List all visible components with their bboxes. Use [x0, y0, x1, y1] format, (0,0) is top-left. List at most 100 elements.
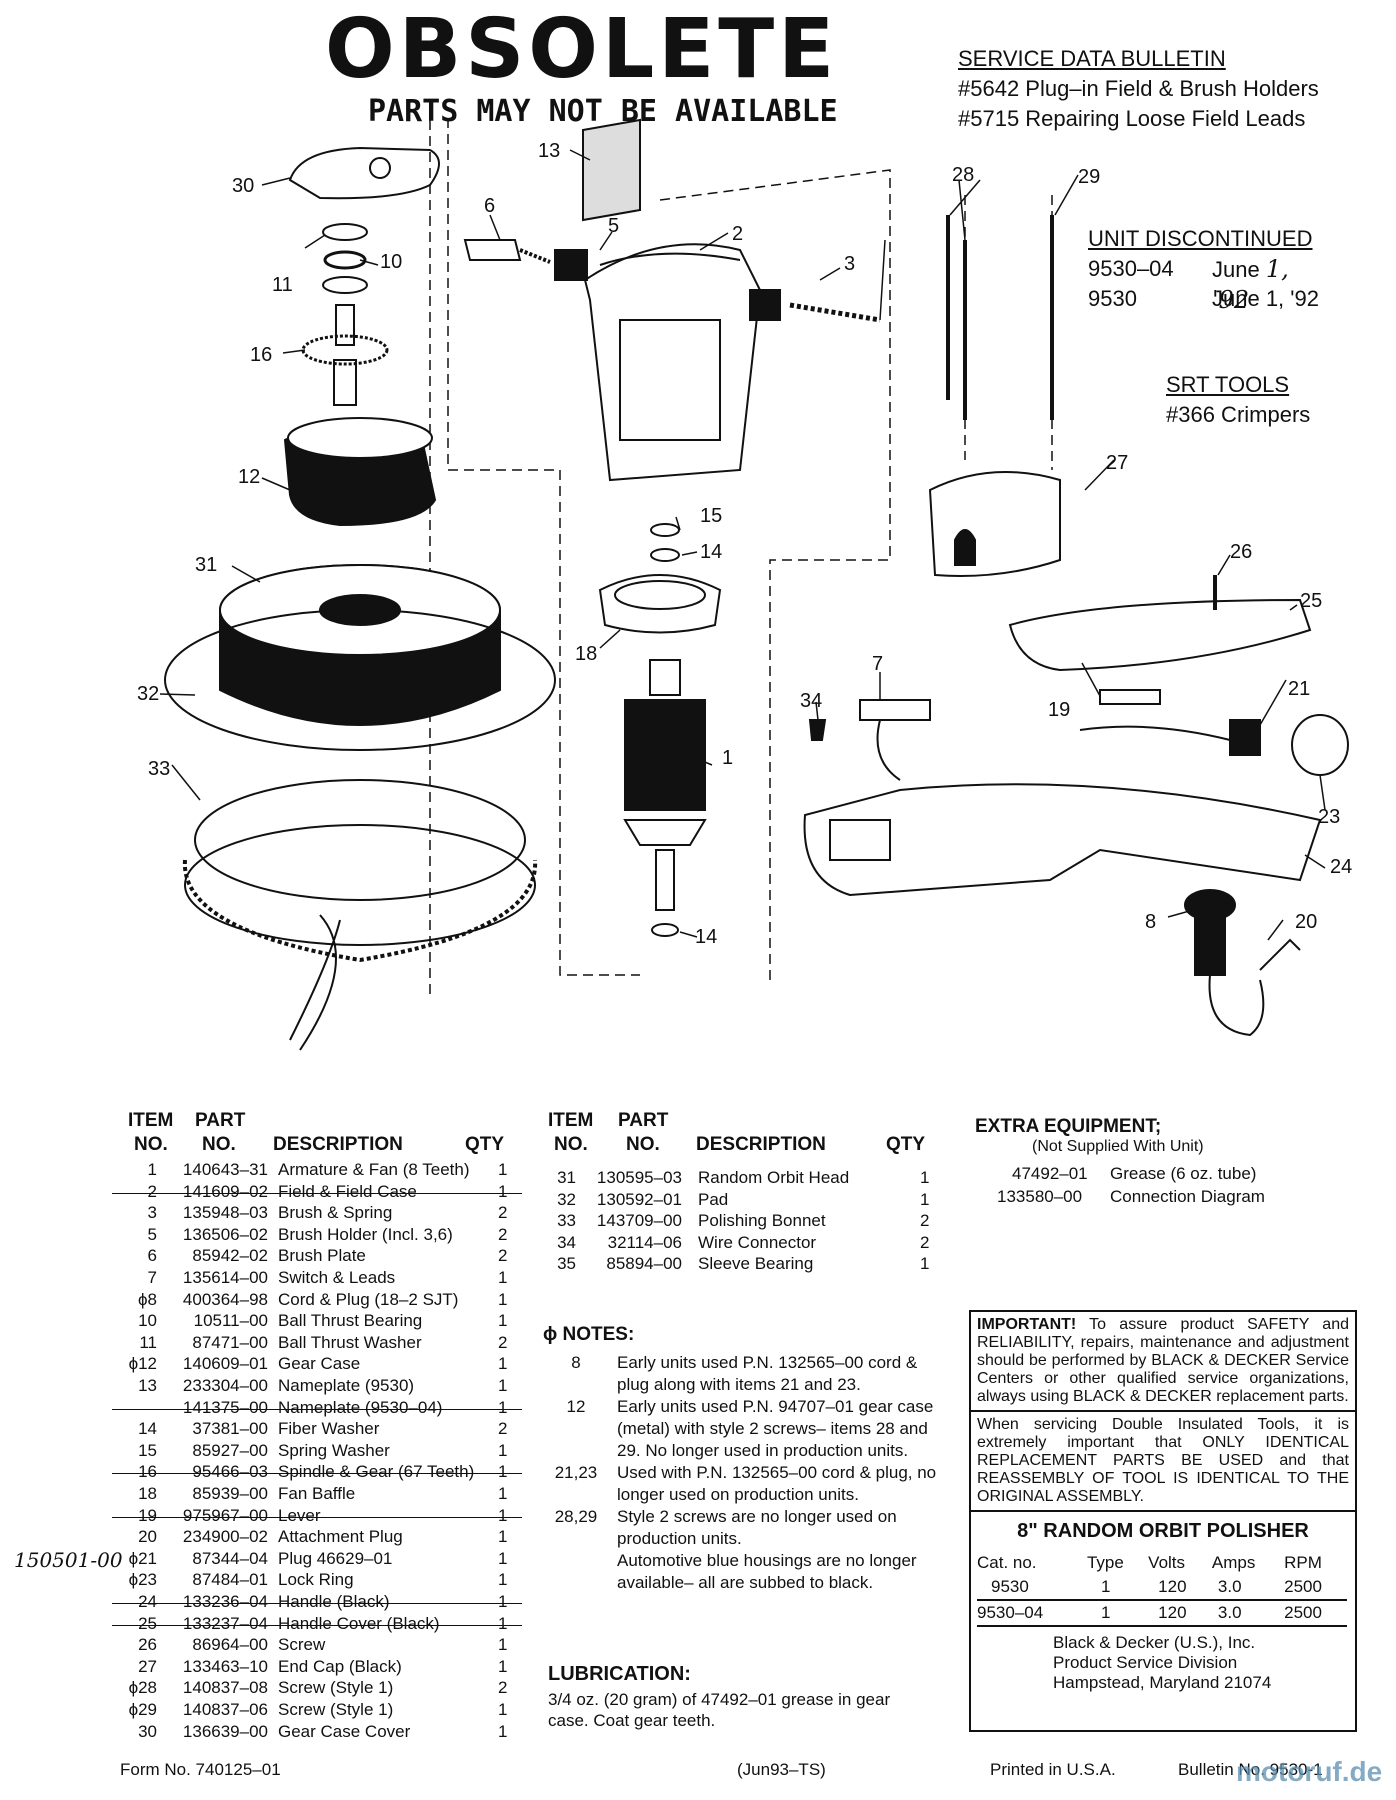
callout-label: 20 — [1295, 911, 1317, 933]
discontinued-date: June 1, '92 — [1212, 255, 1289, 314]
extra-equipment: EXTRA EQUIPMENT; (Not Supplied With Unit… — [975, 1116, 1355, 1210]
spec-row: 9530 1 120 3.0 2500 — [977, 1575, 1347, 1600]
parts-cell-qty: 1 — [498, 1592, 508, 1611]
parts-cell-item: 5 — [147, 1224, 157, 1244]
parts-cell-qty: 1 — [498, 1311, 508, 1331]
important-label: IMPORTANT! — [977, 1316, 1077, 1333]
parts-cell-desc: Armature & Fan (8 Teeth) — [278, 1160, 470, 1179]
callout-label: 29 — [1078, 166, 1100, 188]
note-number: 28,29 — [554, 1507, 598, 1526]
col-header-item: ITEM — [548, 1110, 594, 1131]
callout-label: 13 — [538, 140, 560, 162]
parts-cell-item: 18 — [138, 1484, 157, 1503]
callout-label: 2 — [732, 223, 743, 245]
parts-cell-item: ϕ21 — [128, 1548, 157, 1568]
parts-cell-part: 141609–02 — [182, 1181, 268, 1201]
parts-cell-qty: 2 — [498, 1678, 508, 1698]
parts-cell-item: ϕ23 — [128, 1570, 157, 1590]
handwritten-part-number: 150501-00 — [14, 1548, 123, 1572]
parts-cell-item: 15 — [138, 1440, 157, 1460]
srt-tools-title: SRT TOOLS — [1166, 372, 1290, 397]
parts-cell-item: 10 — [138, 1311, 157, 1331]
lubrication-text: 3/4 oz. (20 gram) of 47492–01 grease in … — [548, 1690, 891, 1730]
parts-cell-qty: 1 — [498, 1397, 508, 1417]
parts-cell-desc: Cord & Plug (18–2 SJT) — [278, 1289, 459, 1309]
callout-label: 14 — [700, 541, 722, 563]
parts-cell-item: 1 — [147, 1160, 157, 1179]
parts-cell-desc: Nameplate (9530–04) — [278, 1397, 443, 1417]
note-number: 8 — [571, 1353, 581, 1372]
parts-cell-item: 19 — [138, 1505, 157, 1525]
strikethrough-line — [112, 1516, 522, 1518]
parts-cell-qty: 1 — [498, 1635, 508, 1655]
parts-cell-qty: 1 — [498, 1181, 508, 1201]
callout-label: 14 — [695, 926, 717, 948]
lubrication-section: LUBRICATION: 3/4 oz. (20 gram) of 47492–… — [548, 1664, 928, 1731]
callout-label: 12 — [238, 466, 260, 488]
callout-label: 16 — [250, 344, 272, 366]
spec-table: Cat. no. Type Volts Amps RPM 9530 1 120 … — [977, 1551, 1347, 1627]
parts-cell-part: 233304–00 — [182, 1376, 268, 1395]
col-header-qty: QTY — [465, 1134, 505, 1155]
parts-cell-desc: Ball Thrust Washer — [278, 1332, 422, 1352]
strikethrough-line — [112, 1192, 522, 1194]
parts-cell-item: 13 — [138, 1376, 157, 1395]
callout-label: 23 — [1318, 806, 1340, 828]
callout-label: 34 — [800, 690, 822, 712]
parts-cell-part: 141375–00 — [182, 1397, 268, 1417]
parts-cell-qty: 2 — [498, 1246, 508, 1266]
parts-cell-desc: Switch & Leads — [278, 1268, 396, 1287]
product-title: 8" RANDOM ORBIT POLISHER — [1017, 1520, 1309, 1542]
col-header-item-no: NO. — [134, 1134, 168, 1155]
parts-cell-part: 130592–01 — [596, 1189, 682, 1209]
parts-cell-item: 6 — [147, 1246, 157, 1266]
note-number — [543, 1550, 609, 1594]
spec-cell: 120 — [1158, 1577, 1187, 1596]
spec-header-row: Cat. no. Type Volts Amps RPM — [977, 1551, 1347, 1575]
spec-header: Amps — [1211, 1553, 1256, 1572]
parts-cell-desc: Fan Baffle — [278, 1484, 356, 1503]
parts-cell-desc: Spindle & Gear (67 Teeth) — [278, 1462, 475, 1482]
callout-label: 5 — [608, 215, 619, 237]
callout-label: 7 — [872, 653, 883, 675]
parts-cell-desc: Screw (Style 1) — [278, 1700, 394, 1719]
col-header-description: DESCRIPTION — [273, 1134, 403, 1155]
parts-cell-item: 30 — [138, 1721, 157, 1741]
address-line: Hampstead, Maryland 21074 — [1053, 1673, 1272, 1692]
parts-cell-part: 140837–06 — [182, 1700, 268, 1719]
parts-cell-qty: 1 — [498, 1505, 508, 1525]
parts-cell-desc: Screw (Style 1) — [278, 1678, 394, 1698]
parts-cell-desc: Polishing Bonnet — [698, 1211, 826, 1231]
service-bulletin-line: #5642 Plug–in Field & Brush Holders — [958, 76, 1319, 101]
parts-cell-qty: 1 — [498, 1376, 508, 1395]
watermark-logo: motoruf.de — [1236, 1756, 1383, 1787]
spec-cell: 3.0 — [1217, 1577, 1242, 1596]
parts-cell-qty: 1 — [498, 1656, 508, 1676]
note-number: 21,23 — [554, 1463, 598, 1482]
parts-cell-desc: Brush Holder (Incl. 3,6) — [278, 1224, 453, 1244]
parts-cell-part: 400364–98 — [182, 1289, 268, 1309]
callout-label: 6 — [484, 195, 495, 217]
service-bulletin-line: #5715 Repairing Loose Field Leads — [958, 106, 1306, 131]
parts-cell-part: 133463–10 — [182, 1656, 268, 1676]
strikethrough-line — [112, 1473, 522, 1475]
parts-row: 141375–00 Nameplate (9530–04) 1 — [112, 1397, 522, 1419]
service-bulletin-title: SERVICE DATA BULLETIN — [958, 46, 1226, 71]
